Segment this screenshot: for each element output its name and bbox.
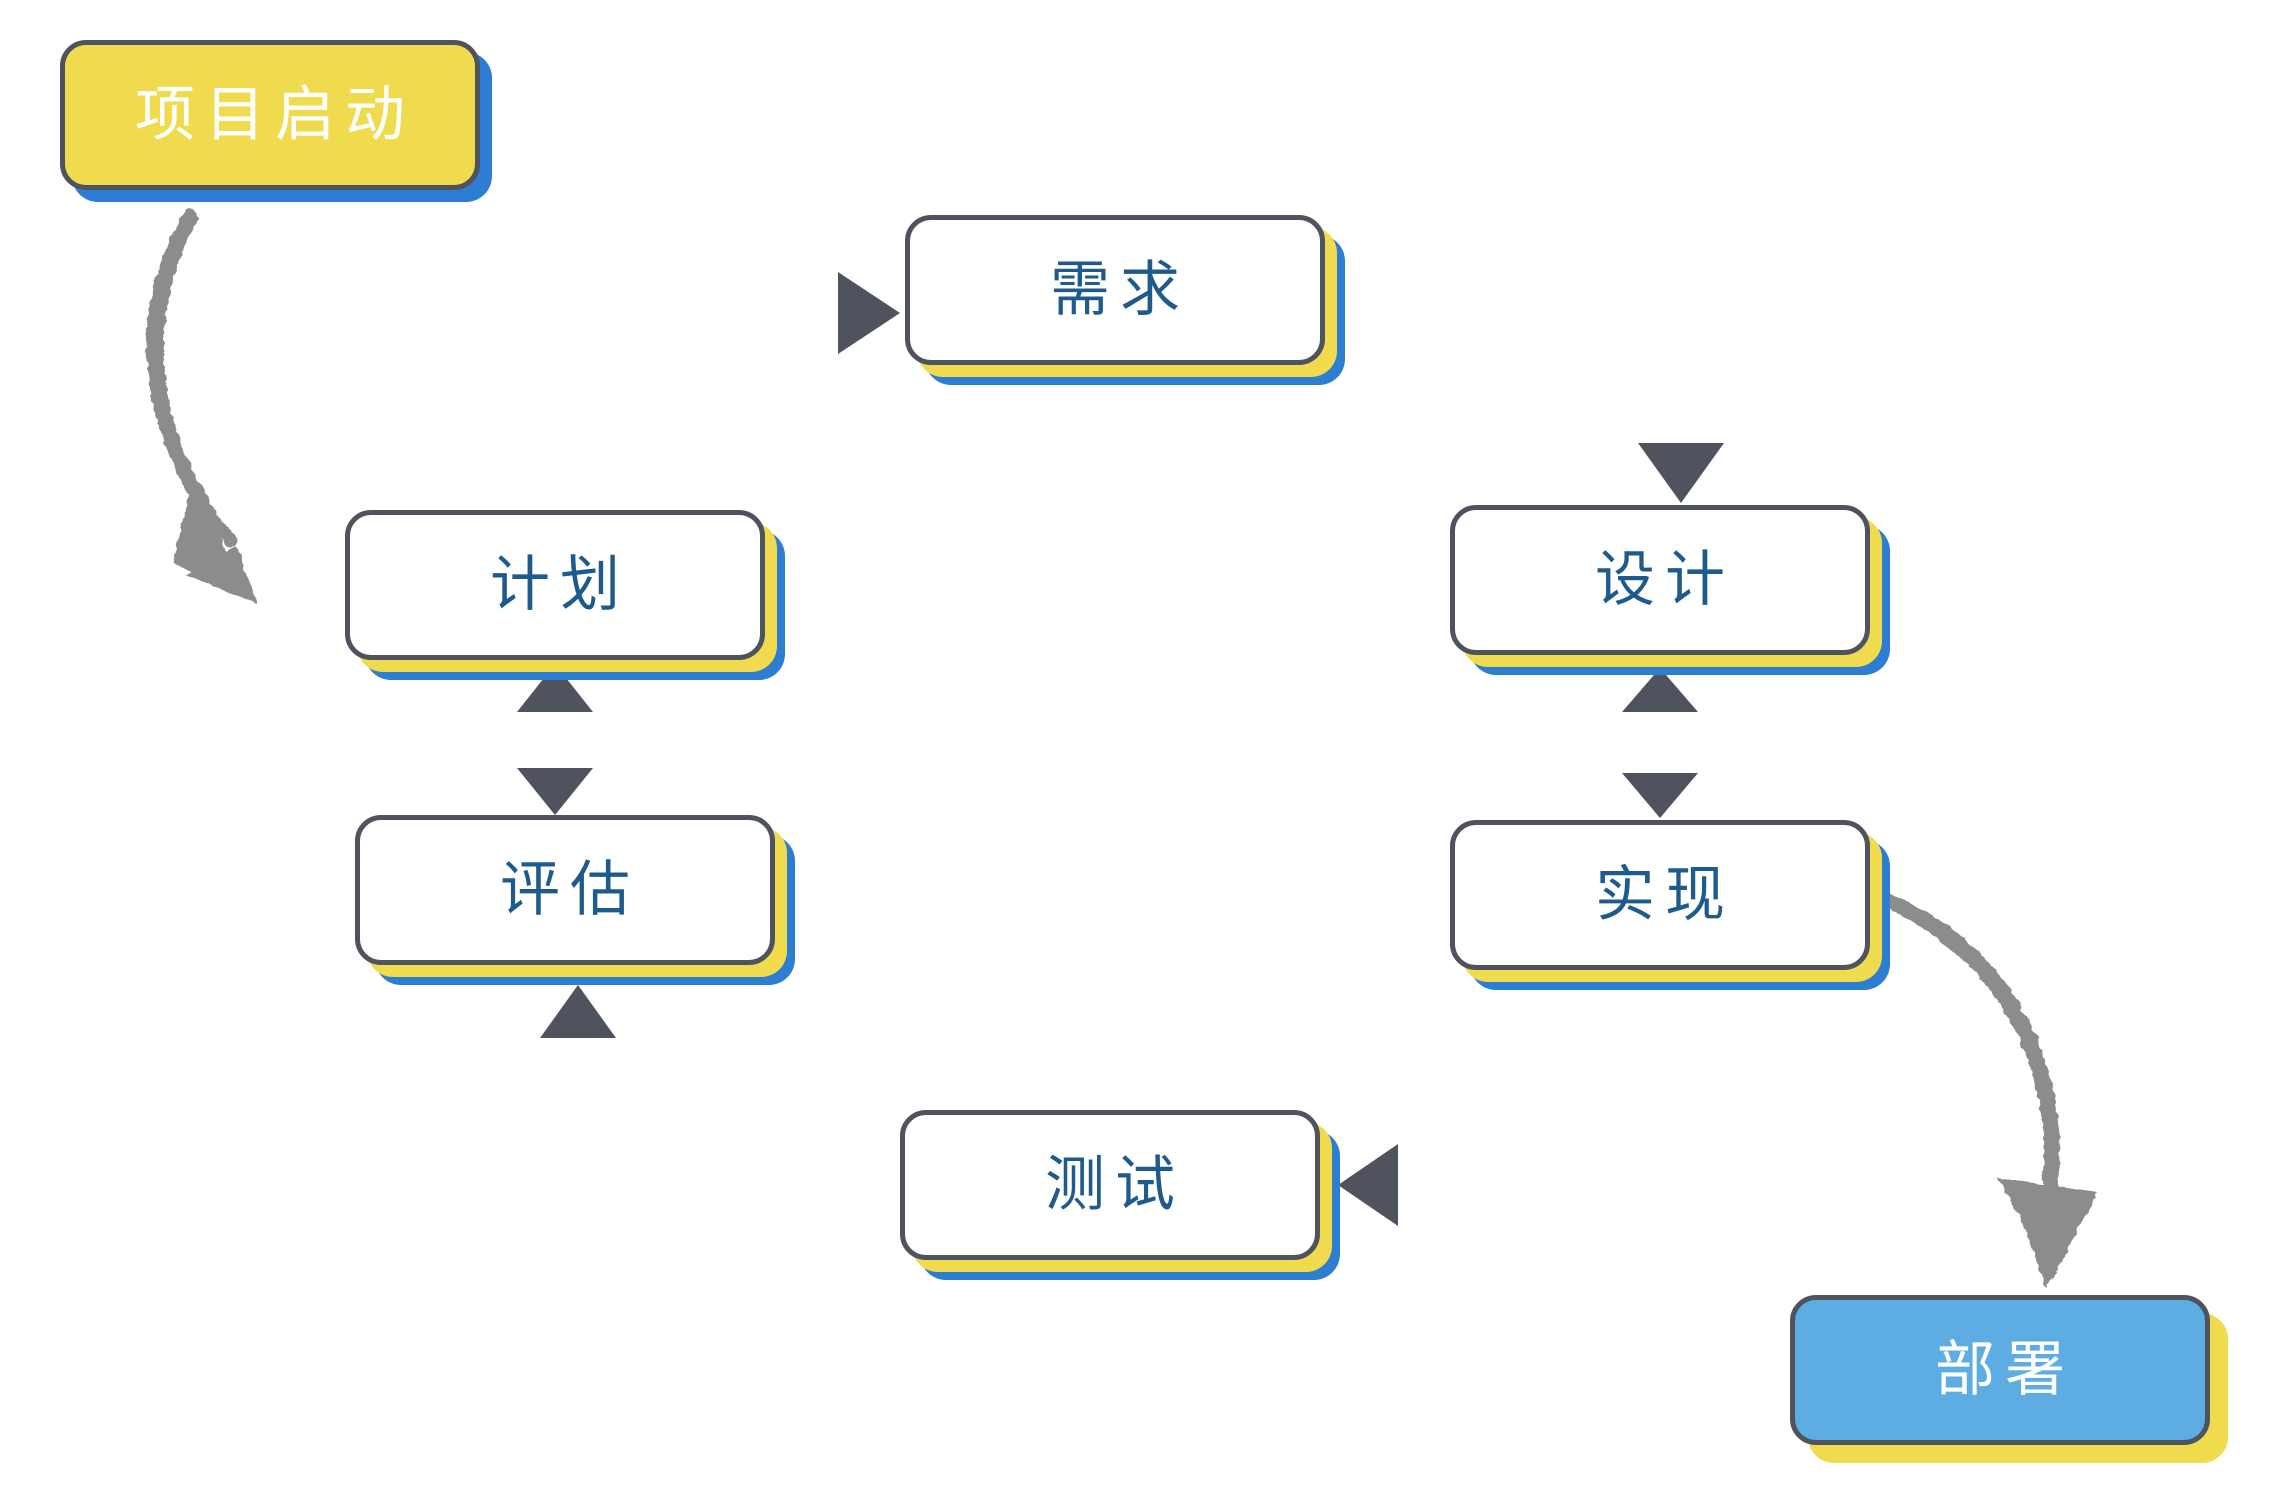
edge-plan-eval-bidirectional — [517, 664, 593, 815]
node-eval-label: 评估 — [500, 855, 640, 925]
node-deploy-label: 部署 — [1935, 1335, 2075, 1405]
node-impl-label: 实现 — [1595, 860, 1735, 930]
node-req-label: 需求 — [1050, 255, 1190, 325]
node-impl[interactable]: 实现 — [1450, 820, 1870, 970]
node-start-label: 项目启动 — [135, 80, 415, 150]
node-start[interactable]: 项目启动 — [60, 40, 480, 190]
edge-req-to-design — [1324, 302, 1724, 503]
edge-impl-to-deploy — [1883, 893, 2098, 1288]
node-plan[interactable]: 计划 — [345, 510, 765, 660]
node-design-label: 设计 — [1595, 545, 1735, 615]
edge-test-to-eval — [540, 985, 896, 1200]
edge-impl-to-test — [1338, 994, 1696, 1226]
node-test[interactable]: 测试 — [900, 1110, 1320, 1260]
node-deploy[interactable]: 部署 — [1790, 1295, 2210, 1445]
node-req[interactable]: 需求 — [905, 215, 1325, 365]
node-eval[interactable]: 评估 — [355, 815, 775, 965]
node-test-label: 测试 — [1045, 1150, 1185, 1220]
edge-design-impl-bidirectional — [1622, 668, 1698, 818]
node-design[interactable]: 设计 — [1450, 505, 1870, 655]
node-plan-label: 计划 — [490, 550, 630, 620]
edge-start-to-plan — [146, 208, 258, 604]
edge-plan-to-req — [511, 272, 900, 514]
